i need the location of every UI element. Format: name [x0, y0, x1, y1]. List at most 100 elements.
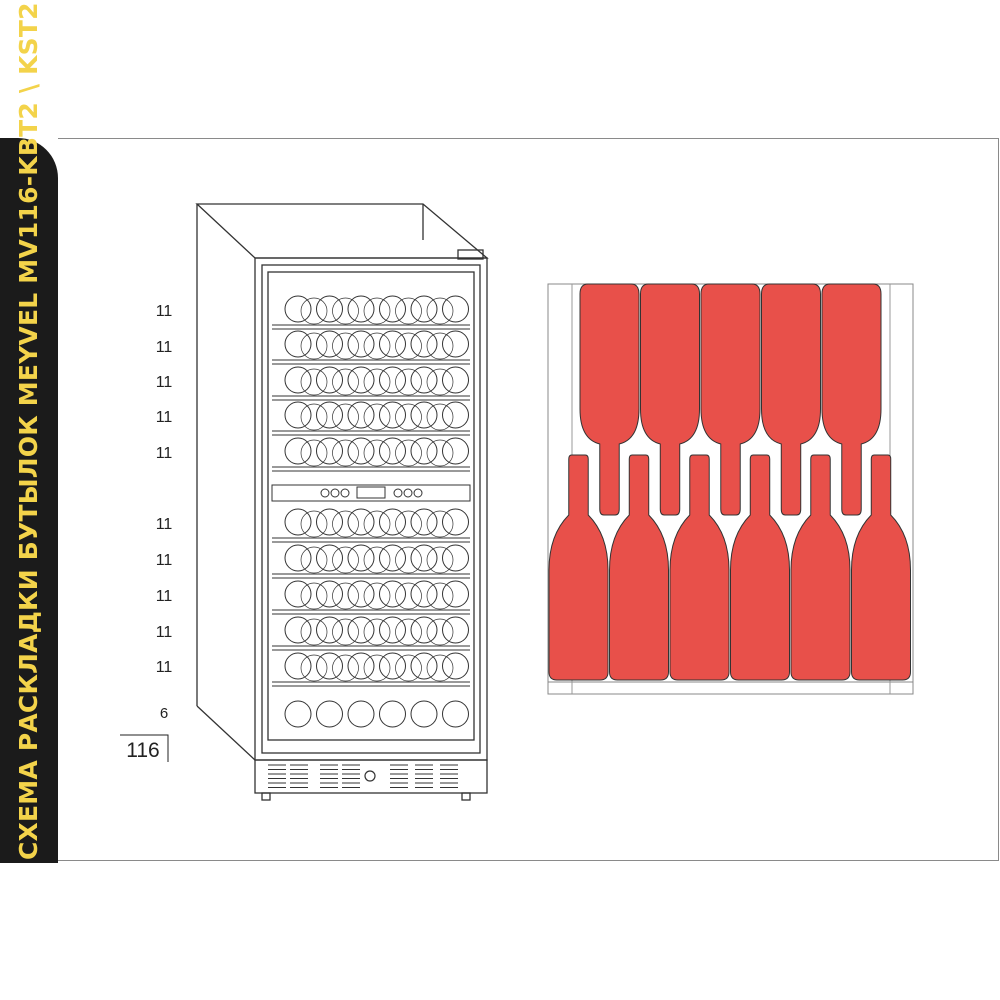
panel-border [58, 138, 999, 861]
bottle-icon [395, 618, 422, 646]
bottle-icon [442, 437, 469, 465]
bottle-icon [300, 332, 328, 360]
bottle-icon [300, 582, 328, 610]
bottle-icon [395, 403, 422, 431]
bottle-icon [442, 330, 469, 358]
bottle-icon [426, 618, 454, 646]
layout-shelf [547, 681, 914, 695]
bottle-icon [300, 546, 328, 574]
bottle-icon [442, 652, 469, 680]
bottle-icon [363, 618, 391, 646]
bottle-icon [363, 368, 391, 396]
wine-bottle-icon [730, 454, 790, 681]
control-panel [271, 484, 471, 502]
bottle-icon [300, 654, 328, 682]
bottle-icon [426, 368, 454, 396]
wine-bottle-icon [579, 283, 640, 516]
bottle-icon [332, 403, 359, 431]
bottle-icon [426, 546, 454, 574]
bottle-icon [363, 403, 391, 431]
bottle-icon [442, 295, 469, 323]
bottle-icon [332, 332, 359, 360]
shelf-count-label: 6 [160, 705, 168, 722]
button-icon [393, 488, 403, 498]
bottle-icon [363, 332, 391, 360]
wine-bottle-icon [761, 283, 821, 516]
bottle-icon [395, 582, 422, 610]
bottle-icon [442, 544, 469, 572]
wine-bottle-icon [640, 283, 700, 516]
bottle-icon [395, 332, 422, 360]
shelf-count-label: 11 [156, 445, 173, 462]
button-icon [340, 488, 350, 498]
bottle-icon [395, 654, 422, 682]
bottle-icon [395, 439, 422, 467]
bottle-icon [363, 510, 391, 538]
button-icon [403, 488, 413, 498]
bottle-icon [363, 546, 391, 574]
bottle-icon [426, 297, 454, 325]
cabinet-body [195, 203, 489, 801]
total-underline [120, 734, 169, 762]
wine-bottle-icon [821, 283, 882, 516]
bottle-icon [426, 332, 454, 360]
bottle-icon [442, 366, 469, 394]
bottle-icon [332, 546, 359, 574]
total-bottle-count: 116 [126, 739, 159, 762]
shelf-count-label: 11 [156, 339, 173, 356]
bottle-icon [442, 401, 469, 429]
bottle-icon [395, 297, 422, 325]
bottle-icon [332, 654, 359, 682]
bottle-icon [442, 508, 469, 536]
bottle-icon [426, 439, 454, 467]
bottle-icon [426, 582, 454, 610]
button-icon [413, 488, 423, 498]
shelf-count-label: 11 [156, 588, 173, 605]
bottle-icon [426, 654, 454, 682]
wine-bottle-icon [851, 454, 911, 681]
bottle-icon [410, 700, 438, 728]
power-button-icon [364, 770, 376, 782]
bottle-icon [426, 403, 454, 431]
base-vents [268, 764, 458, 788]
bottle-icon [379, 700, 406, 728]
bottle-icon [426, 510, 454, 538]
shelf-count-label: 11 [156, 303, 173, 320]
bottle-icon [300, 510, 328, 538]
bottle-icon [442, 580, 469, 608]
bottle-icon [395, 510, 422, 538]
side-title-background [0, 138, 58, 863]
display-icon [356, 486, 386, 499]
shelf-count-label: 11 [156, 552, 173, 569]
bottle-icon [300, 618, 328, 646]
bottle-icon [363, 582, 391, 610]
side-title-bar: СХЕМА РАСКЛАДКИ БУТЫЛОК MEYVEL MV116-KBT… [0, 2, 58, 863]
bottle-icon [332, 368, 359, 396]
wine-bottle-icon [609, 454, 669, 681]
shelf-count-label: 11 [156, 659, 173, 676]
cabinet-shelves [272, 295, 470, 728]
bottle-icon [300, 297, 328, 325]
button-icon [330, 488, 340, 498]
bottle-icon [332, 439, 359, 467]
bottle-icon [395, 368, 422, 396]
bottle-icon [332, 582, 359, 610]
bottle-icon [316, 700, 343, 728]
bottle-layout-detail [547, 283, 914, 695]
wine-bottle-icon [700, 283, 761, 516]
bottle-icon [284, 700, 312, 728]
bottle-icon [332, 297, 359, 325]
shelf-count-label: 11 [156, 374, 173, 391]
bottle-icon [300, 403, 328, 431]
bottle-icon [332, 510, 359, 538]
bottle-icon [363, 439, 391, 467]
bottle-icon [300, 368, 328, 396]
bottle-icon [442, 700, 469, 728]
wine-bottle-icon [790, 454, 851, 681]
bottle-icon [332, 618, 359, 646]
wine-bottle-icon [669, 454, 730, 681]
wine-bottle-icon [548, 454, 609, 681]
